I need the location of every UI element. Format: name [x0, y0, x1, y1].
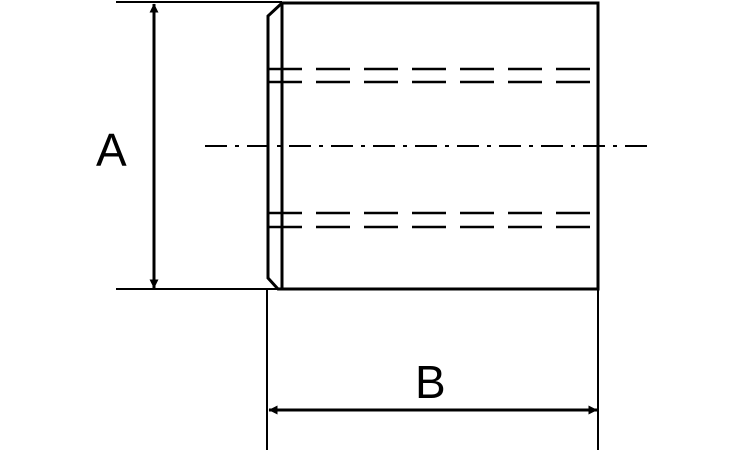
dimension-b-label: B — [415, 356, 446, 408]
hidden-lines — [268, 67, 598, 229]
extension-lines — [116, 1, 599, 450]
dimension-a-label: A — [96, 124, 127, 176]
